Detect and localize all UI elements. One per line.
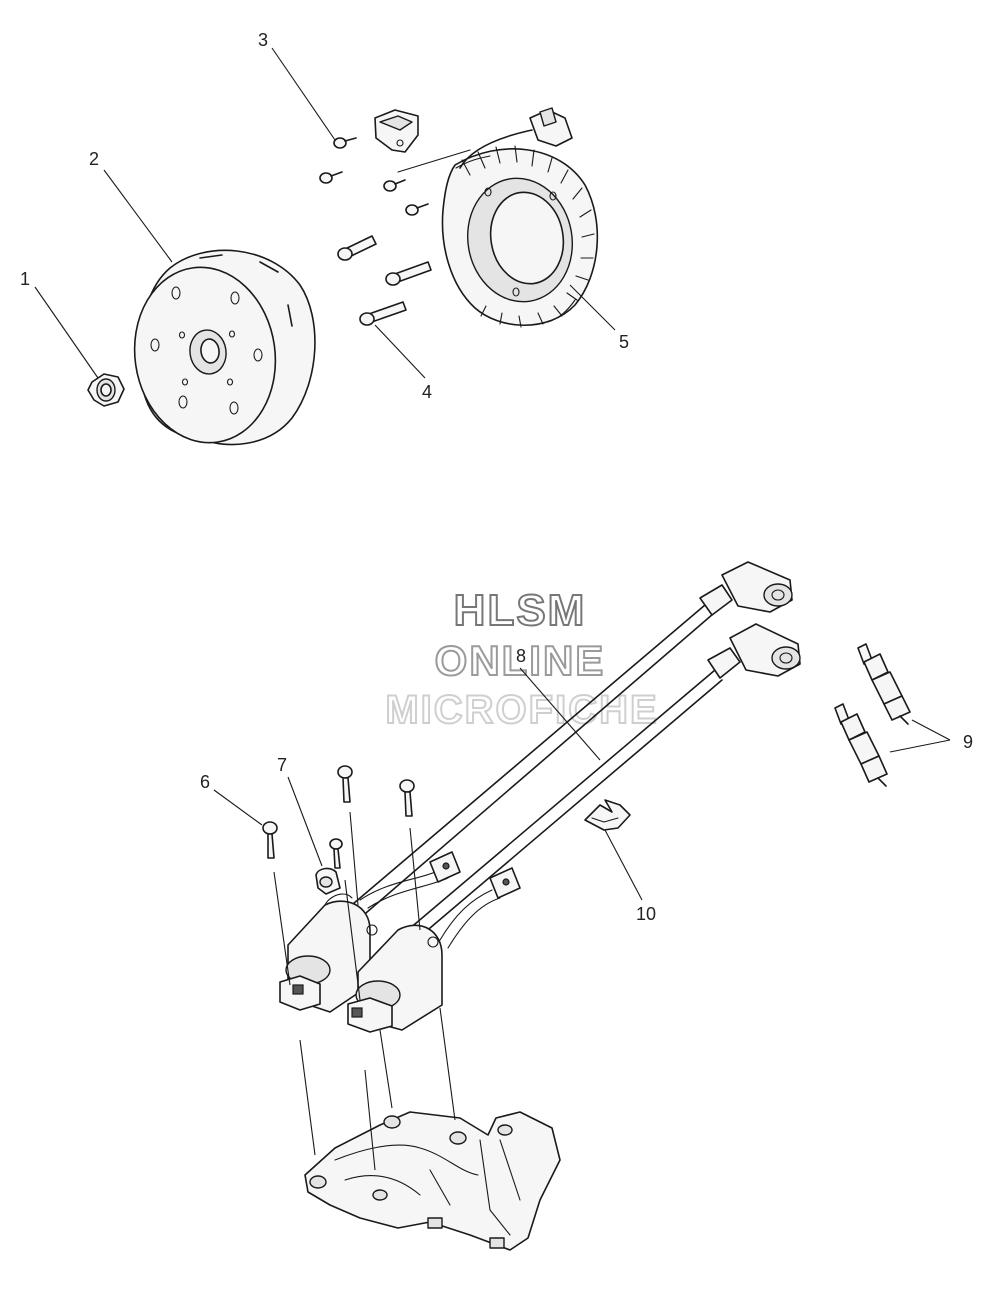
watermark: HLSM ONLINE MICROFICHE — [384, 585, 658, 733]
callout-7: 7 — [277, 755, 287, 775]
ignition-coil — [279, 561, 801, 1033]
callout-6: 6 — [200, 772, 210, 792]
spark-plug — [834, 643, 911, 787]
callout-1: 1 — [20, 269, 30, 289]
leader-lines-top — [34, 47, 616, 379]
alignment-lines — [273, 811, 456, 1171]
callout-9: 9 — [963, 732, 973, 752]
pickup-sensor — [374, 109, 419, 153]
callout-5: 5 — [619, 332, 629, 352]
watermark-line-1: HLSM — [454, 586, 587, 635]
stator — [397, 107, 599, 328]
pickup-screw — [319, 137, 429, 216]
watermark-line-2: ONLINE — [435, 637, 606, 684]
flywheel — [133, 249, 316, 446]
wire-clamp — [315, 867, 341, 895]
coil-mounting-bracket — [304, 1111, 561, 1251]
wire-clip — [584, 799, 631, 831]
callout-8: 8 — [516, 646, 526, 666]
coil-screw — [262, 765, 415, 869]
callout-3: 3 — [258, 30, 268, 50]
callout-4: 4 — [422, 382, 432, 402]
stator-screw — [337, 235, 432, 326]
watermark-line-3: MICROFICHE — [385, 688, 658, 732]
flywheel-nut — [87, 373, 125, 407]
callout-2: 2 — [89, 149, 99, 169]
callout-10: 10 — [636, 904, 656, 924]
leader-lines-bottom — [213, 667, 951, 901]
callout-labels: 1 2 3 4 5 6 7 8 9 10 — [20, 30, 973, 924]
